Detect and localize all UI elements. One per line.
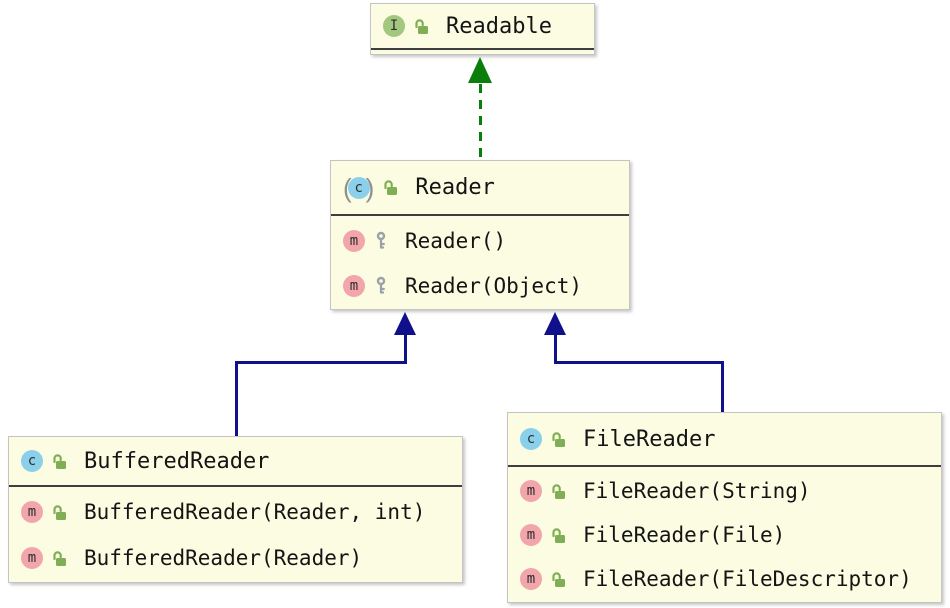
edge-segment — [235, 361, 407, 364]
member-row-filereader-2[interactable]: m FileReader(FileDescriptor) — [508, 557, 941, 601]
class-name-bufferedreader: BufferedReader — [84, 448, 270, 474]
member-label: FileReader(File) — [583, 523, 786, 547]
method-icon: m — [520, 480, 542, 502]
member-list: m FileReader(String) m FileRea — [508, 467, 941, 601]
public-padlock-icon — [413, 18, 430, 35]
public-padlock-icon — [550, 431, 567, 448]
member-list: m BufferedReader(Reader, int) m — [9, 487, 462, 581]
class-name-readable: Readable — [446, 13, 552, 39]
edge-segment — [404, 334, 407, 364]
member-list: m Reader() m Reader(Object) — [331, 216, 629, 308]
class-header: I Readable — [371, 4, 594, 50]
class-icon: c — [21, 450, 43, 472]
method-icon: m — [21, 501, 43, 523]
member-row-reader-1[interactable]: m Reader(Object) — [331, 263, 629, 308]
edge-segment — [554, 361, 724, 364]
class-icon: c — [520, 428, 542, 450]
abstract-class-icon: ( c ) — [343, 175, 374, 201]
member-label: BufferedReader(Reader) — [84, 546, 363, 570]
public-padlock-icon — [51, 504, 68, 521]
abstract-marker: ( — [343, 175, 352, 201]
edge-segment — [721, 361, 724, 412]
public-padlock-icon — [550, 527, 567, 544]
class-node-readable[interactable]: I Readable — [370, 3, 595, 55]
arrowhead-icon — [394, 312, 416, 335]
public-padlock-icon — [550, 483, 567, 500]
abstract-marker: ) — [365, 172, 375, 203]
class-node-reader[interactable]: ( c ) Reader m Rea — [330, 160, 630, 310]
method-icon: m — [343, 229, 365, 252]
member-label: Reader() — [405, 228, 507, 253]
method-icon: m — [21, 547, 43, 569]
class-node-filereader[interactable]: c FileReader m FileReader(String) — [507, 412, 942, 603]
member-label: Reader(Object) — [405, 273, 583, 298]
class-name-reader: Reader — [415, 175, 495, 200]
class-icon: c — [347, 176, 370, 199]
protected-key-icon — [373, 231, 389, 250]
method-icon: m — [343, 274, 365, 297]
arrowhead-icon — [544, 312, 566, 335]
member-label: BufferedReader(Reader, int) — [84, 500, 426, 524]
class-name-filereader: FileReader — [583, 426, 716, 452]
member-row-reader-0[interactable]: m Reader() — [331, 218, 629, 263]
member-row-bufferedreader-1[interactable]: m BufferedReader(Reader) — [9, 535, 462, 581]
member-row-filereader-0[interactable]: m FileReader(String) — [508, 469, 941, 513]
public-padlock-icon — [382, 179, 399, 196]
public-padlock-icon — [51, 550, 68, 567]
public-padlock-icon — [550, 571, 567, 588]
member-row-bufferedreader-0[interactable]: m BufferedReader(Reader, int) — [9, 489, 462, 535]
interface-icon: I — [383, 15, 405, 37]
edge-segment — [554, 334, 557, 364]
method-icon: m — [520, 524, 542, 546]
public-padlock-icon — [51, 453, 68, 470]
class-header: c BufferedReader — [9, 437, 462, 487]
class-header: c FileReader — [508, 413, 941, 467]
dashed-line — [479, 84, 482, 160]
protected-key-icon — [373, 276, 389, 295]
member-label: FileReader(FileDescriptor) — [583, 567, 912, 591]
class-header: ( c ) Reader — [331, 161, 629, 216]
member-label: FileReader(String) — [583, 479, 811, 503]
method-icon: m — [520, 568, 542, 590]
member-row-filereader-1[interactable]: m FileReader(File) — [508, 513, 941, 557]
edge-segment — [235, 361, 238, 436]
class-node-bufferedreader[interactable]: c BufferedReader m BufferedReader(Reader… — [8, 436, 463, 583]
hollowless-arrowhead-icon — [468, 57, 492, 83]
